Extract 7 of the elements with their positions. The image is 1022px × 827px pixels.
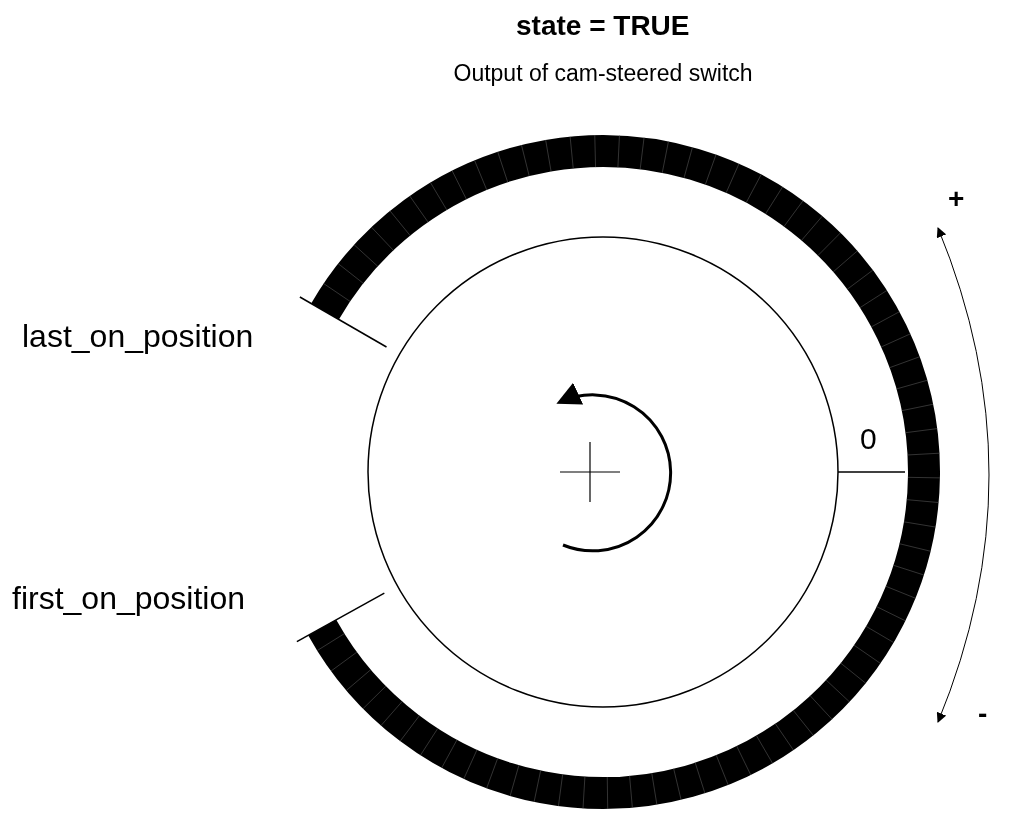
zero-label: 0: [860, 424, 877, 454]
plus-sign: +: [948, 185, 965, 213]
position-label: last_on_position: [22, 320, 254, 352]
subtitle: Output of cam-steered switch: [453, 62, 753, 85]
title: state = TRUE: [516, 12, 690, 40]
position-label: first_on_position: [12, 582, 246, 614]
minus-sign: -: [978, 700, 988, 728]
